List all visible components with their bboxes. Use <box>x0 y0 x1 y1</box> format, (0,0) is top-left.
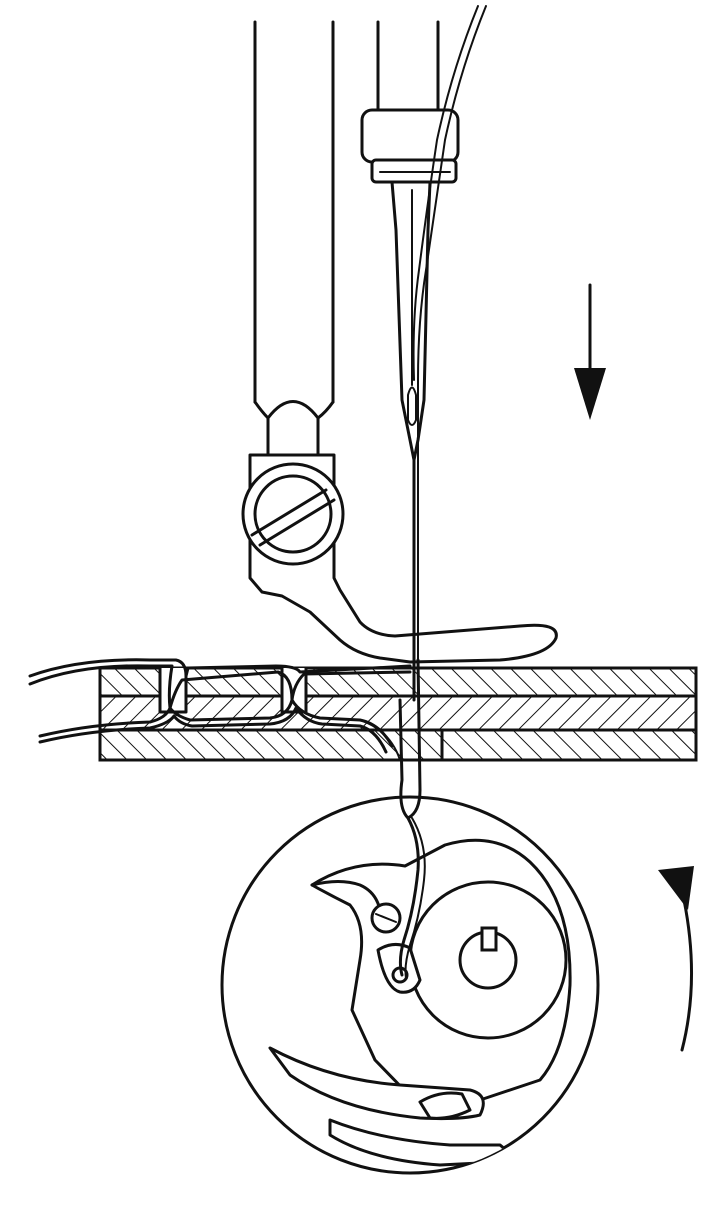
upper-thread <box>412 5 487 661</box>
bobbin-thread <box>359 658 426 979</box>
hook-rotation-arrow <box>658 866 694 1052</box>
needle <box>390 180 432 702</box>
needle-direction-arrow <box>574 283 606 420</box>
lock-stitches <box>28 658 412 754</box>
needle-bar <box>376 20 440 112</box>
bobbin-case <box>370 880 568 1040</box>
presser-foot-screw <box>241 462 345 566</box>
fabric-layers <box>98 666 698 762</box>
presser-bar <box>253 20 335 457</box>
